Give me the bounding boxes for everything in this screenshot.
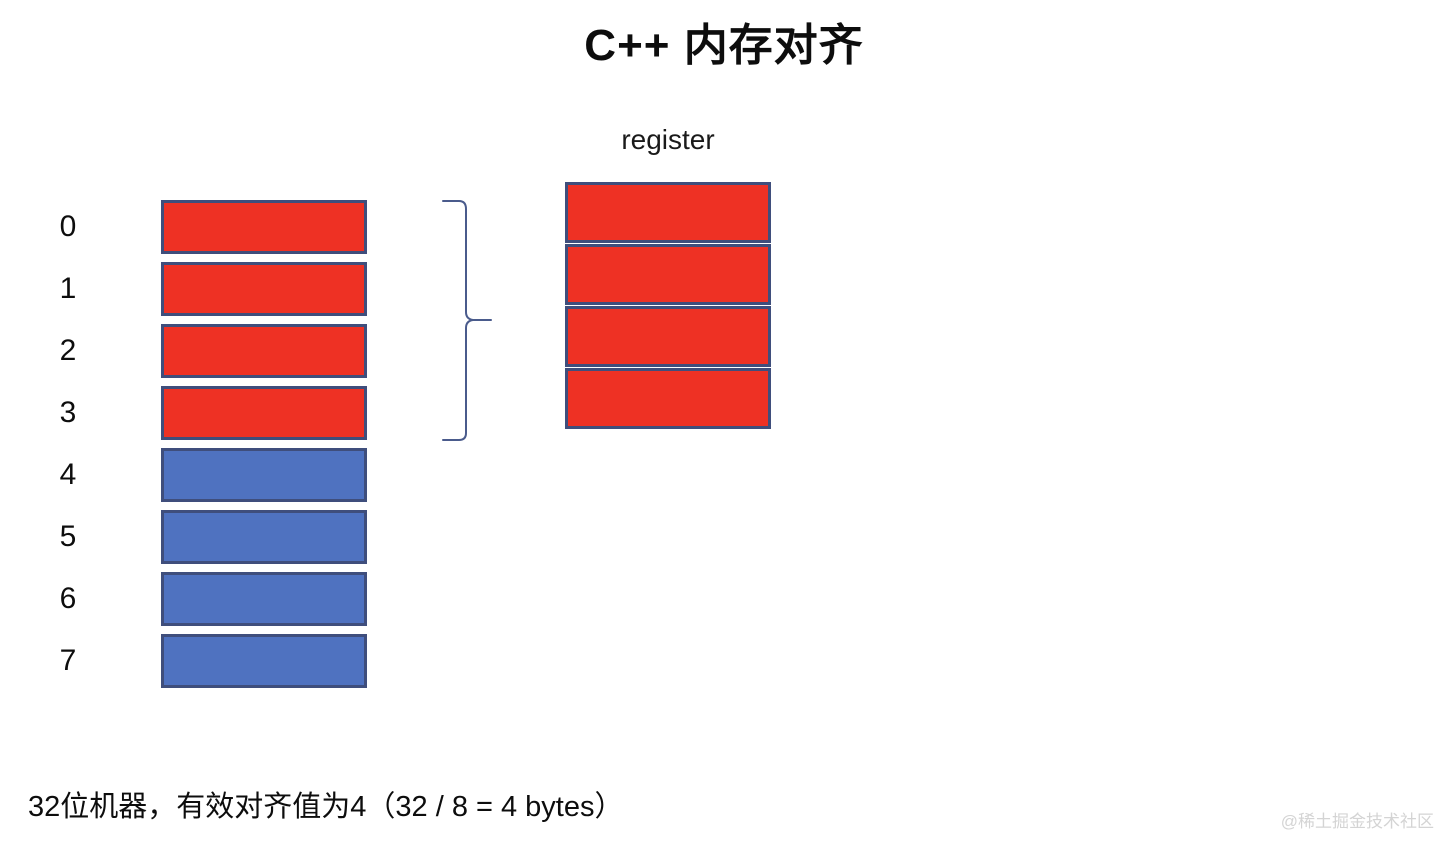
memory-index-label-1: 1 [59, 272, 77, 305]
memory-index-label-6: 6 [59, 582, 77, 615]
page-title: C++ 内存对齐 [584, 21, 864, 70]
memory-block-2 [161, 324, 367, 378]
register-block-2 [565, 306, 771, 367]
memory-block-4 [161, 448, 367, 502]
memory-block-5 [161, 510, 367, 564]
watermark: @稀土掘金技术社区 [1280, 812, 1434, 831]
memory-index-label-list: 0 1 2 3 4 5 6 7 [38, 200, 98, 692]
register-column-label: register [621, 124, 715, 155]
memory-block-1 [161, 262, 367, 316]
register-block-column [565, 182, 771, 430]
memory-block-0 [161, 200, 367, 254]
memory-index-label-4: 4 [59, 458, 77, 491]
memory-index-label-0: 0 [59, 210, 77, 243]
memory-index-label-5: 5 [59, 520, 77, 553]
memory-block-column [161, 200, 367, 692]
memory-index-label-7: 7 [59, 644, 77, 677]
left-curly-brace-icon [442, 200, 492, 441]
memory-block-6 [161, 572, 367, 626]
memory-index-label-3: 3 [59, 396, 77, 429]
register-block-3 [565, 368, 771, 429]
memory-index-label-2: 2 [59, 334, 77, 367]
memory-block-3 [161, 386, 367, 440]
alignment-caption: 32位机器，有效对齐值为4（32 / 8 = 4 bytes） [28, 791, 624, 823]
register-block-1 [565, 244, 771, 305]
memory-block-7 [161, 634, 367, 688]
register-block-0 [565, 182, 771, 243]
